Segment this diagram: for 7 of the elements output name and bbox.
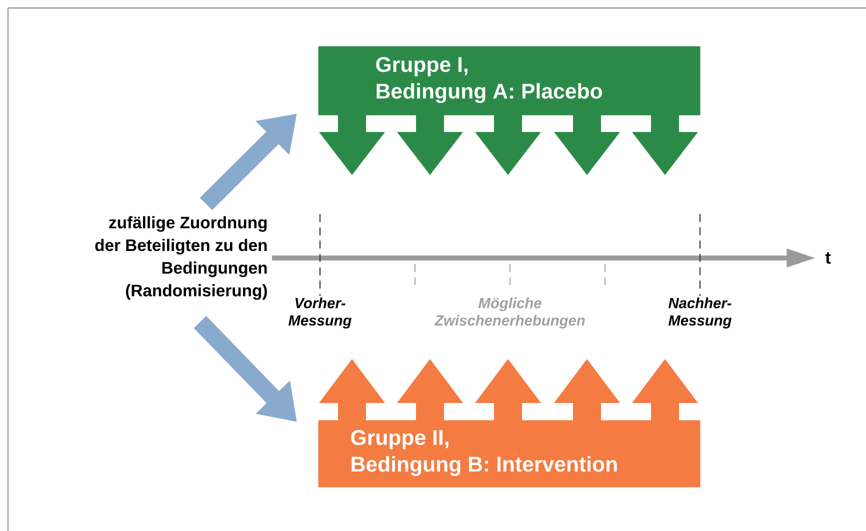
measurement-label: Vorher-Messung (288, 298, 352, 328)
measurement-label: Mögliche Zwischenerhebungen (434, 298, 585, 328)
group-box: Gruppe II, Bedingung B: Intervention (318, 359, 700, 488)
axis-label: t (825, 252, 831, 264)
node-text: zufällige Zuordnung der Beteiligten zu den Bedingungen (Randomisierung) (95, 216, 267, 300)
group-box: Gruppe I, Bedingung A: Placebo (318, 46, 700, 175)
measurement-label: Nachher-Messung (668, 298, 732, 328)
